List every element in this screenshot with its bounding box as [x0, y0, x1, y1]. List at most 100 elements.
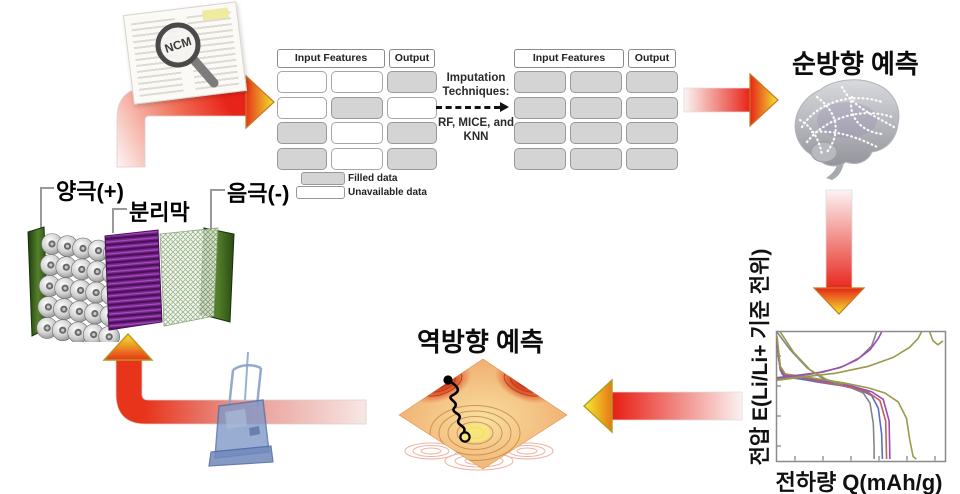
separator-label: 분리막	[129, 200, 190, 225]
chart-series-steep-olive	[779, 331, 844, 385]
voltage-capacity-chart	[775, 330, 947, 463]
imputation-line2: Techniques:	[442, 86, 510, 98]
table-cell-filled	[626, 96, 678, 119]
filled-swatch	[301, 171, 345, 185]
cathode-particle	[45, 326, 49, 330]
chart-series-charge-olive	[776, 331, 923, 382]
cathode-particle	[63, 286, 67, 290]
table-cell-filled	[387, 122, 437, 144]
arrow-table-to-brain-head	[749, 72, 779, 128]
legend-unavailable: Unavailable data	[296, 185, 437, 199]
table-cell-filled	[277, 122, 327, 144]
table-cell-filled	[626, 71, 678, 93]
brain-icon	[794, 79, 900, 180]
table-header: Input Features Output	[277, 49, 437, 68]
chart-series-charge-purple	[776, 331, 883, 379]
table-cell-filled	[514, 96, 566, 119]
imputation-line3: RF, MICE, and	[437, 117, 515, 129]
imputation-line4: KNN	[463, 131, 489, 143]
table-cell-filled	[331, 96, 383, 119]
imputation-line1: Imputation	[446, 72, 506, 84]
cathode-particle	[46, 305, 51, 309]
cathode-particle	[96, 249, 101, 253]
cathode-leader-line	[40, 187, 54, 230]
table-cell-filled	[570, 147, 622, 170]
separator-leader-line	[112, 208, 127, 233]
output-header: Output	[628, 49, 676, 68]
cathode-particle	[93, 312, 97, 316]
table-cell-unavailable	[277, 96, 327, 119]
chart-curves	[776, 331, 944, 460]
table-cell-filled	[387, 71, 437, 93]
neural-sparkle-lines	[798, 85, 896, 158]
table-imputed-data: Input Features Output	[514, 49, 678, 170]
arrow-table-to-brain	[683, 87, 751, 113]
optimization-landscape-illustration	[398, 358, 568, 471]
table-cell-filled	[570, 71, 622, 93]
cathode-particle	[76, 330, 80, 334]
unavailable-swatch	[296, 185, 345, 199]
output-header: Output	[389, 49, 435, 68]
legend-filled: Filled data	[301, 171, 437, 185]
electrode-machine-illustration	[208, 351, 274, 467]
magnifier-icon: NCM	[155, 22, 219, 88]
cathode-particle	[48, 284, 52, 288]
anode-label: 음극(-)	[227, 181, 290, 206]
separator-block	[104, 229, 163, 331]
cathode-particle	[65, 244, 70, 248]
chart-x-axis-label: 전하량 Q(mAh/g)	[775, 470, 943, 494]
curved-arrow-battery-to-table-head	[245, 74, 275, 130]
forward-prediction-title: 순방향 예측	[792, 49, 919, 79]
table-cell-unavailable	[331, 71, 383, 93]
chart-series-discharge-olive	[776, 335, 917, 460]
table-cell-filled	[570, 122, 622, 144]
cathode-particle	[92, 333, 96, 337]
anode-leader-line	[210, 189, 225, 231]
cathode-particle	[94, 291, 98, 295]
anode-mesh	[159, 227, 219, 327]
input-features-header: Input Features	[277, 49, 385, 68]
cathode-particle	[50, 242, 54, 246]
table-cell-filled	[514, 147, 566, 170]
table-cell-filled	[514, 71, 566, 93]
table-cell-filled	[626, 122, 678, 144]
imputation-block: Imputation Techniques: RF, MICE, and KNN	[434, 71, 518, 144]
table-missing-data: Input Features Output Filled data Unavai…	[277, 49, 437, 199]
chart-y-axis-label: 전압 E(Li/Li+ 기준 전위)	[749, 248, 772, 466]
arrow-brain-to-chart-head	[812, 287, 866, 315]
minimum-point-circle	[459, 431, 471, 443]
cathode-particle	[49, 263, 53, 267]
cathode-particle	[107, 335, 111, 339]
arrow-chart-to-landscape	[611, 391, 743, 421]
dashed-arrow-icon	[434, 102, 518, 114]
table-cell-unavailable	[331, 122, 383, 144]
battery-cell-illustration	[27, 226, 235, 342]
cathode-particle	[64, 265, 68, 269]
table-cell-unavailable	[331, 147, 383, 170]
table-cells	[514, 71, 678, 170]
input-features-header: Input Features	[514, 49, 624, 68]
table-header: Input Features Output	[514, 49, 678, 68]
cathode-particle	[79, 288, 83, 292]
descent-path	[446, 378, 466, 434]
table-cell-filled	[514, 122, 566, 144]
backward-prediction-title: 역방향 예측	[417, 327, 544, 357]
arrow-chart-to-landscape-head	[582, 378, 613, 434]
cathode-particle	[62, 307, 66, 311]
valley-contour-rings	[429, 405, 521, 461]
table-cell-filled	[626, 147, 678, 170]
start-point-dot	[443, 375, 453, 385]
cathode-particle	[81, 246, 85, 250]
table-cells	[277, 71, 437, 170]
table-cell-filled	[277, 147, 327, 170]
table-cell-filled	[570, 96, 622, 119]
cathode-particle	[95, 270, 99, 274]
curved-arrow-machine-to-battery-head	[102, 332, 154, 361]
table-cell-unavailable	[387, 96, 437, 119]
cathode-particle	[77, 309, 81, 313]
chart-series-olive-corner	[928, 331, 944, 346]
cathode-particle	[61, 328, 65, 332]
curved-arrow-machine-to-battery	[115, 359, 367, 425]
